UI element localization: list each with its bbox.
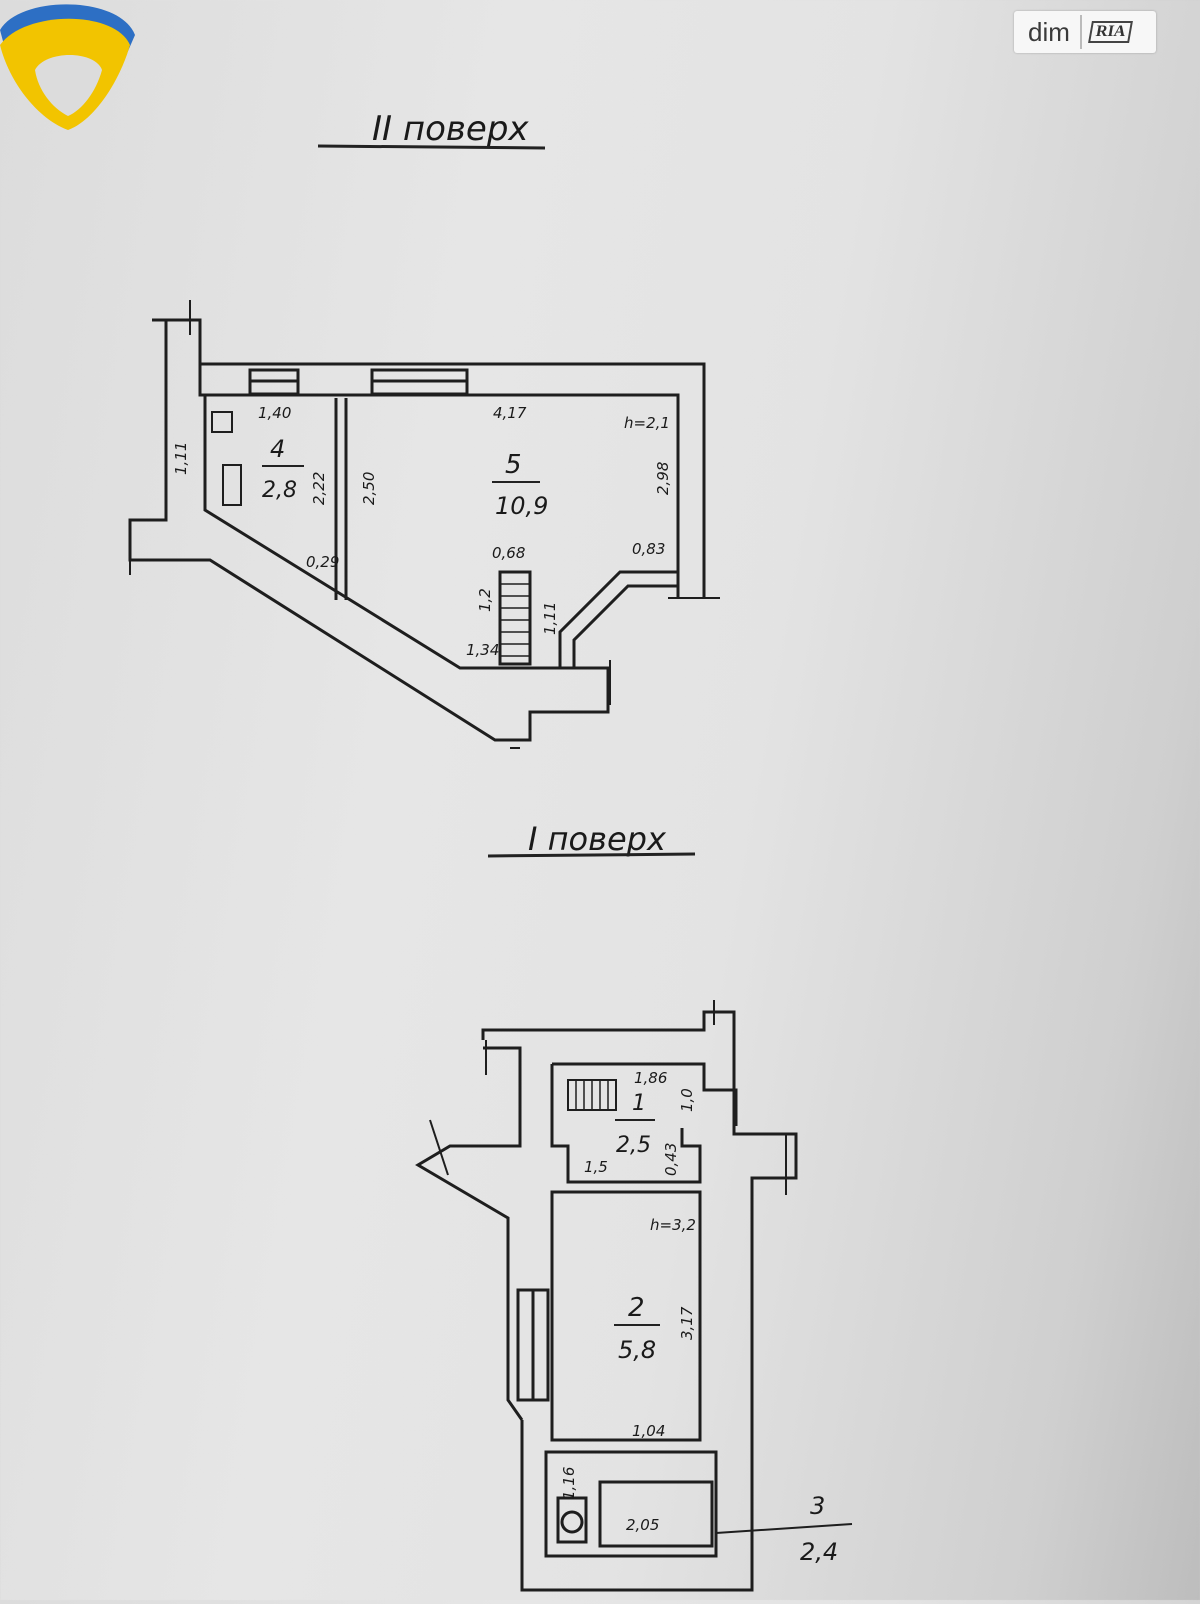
room-1-label: 1 2,5 xyxy=(615,1091,655,1158)
room-3-label: 3 2,4 xyxy=(800,1492,838,1566)
dim-label: 2,22 xyxy=(310,472,328,505)
watermark-dim: dim xyxy=(1014,15,1082,49)
dim-label: 2,05 xyxy=(626,1516,659,1534)
watermark-ria: RIA xyxy=(1087,21,1134,43)
dim-label: 1,40 xyxy=(258,404,291,422)
dim-label: 1,11 xyxy=(172,442,190,475)
svg-text:2,5: 2,5 xyxy=(616,1133,651,1158)
svg-text:10,9: 10,9 xyxy=(495,492,548,520)
agency-logo xyxy=(0,4,135,130)
svg-text:5,8: 5,8 xyxy=(618,1336,656,1364)
dim-ria-watermark: dim RIA xyxy=(1014,11,1156,53)
dim-label: 1,2 xyxy=(476,588,494,612)
dim-label: 2,98 xyxy=(654,462,672,495)
room-4-label: 4 2,8 xyxy=(262,435,304,503)
floor-1-plan xyxy=(415,1000,853,1592)
dim-label: 1,34 xyxy=(466,641,499,659)
svg-text:5: 5 xyxy=(505,450,522,480)
dim-label: h=3,2 xyxy=(650,1216,696,1234)
svg-text:3: 3 xyxy=(810,1492,825,1520)
dim-label: 1,86 xyxy=(634,1069,667,1087)
dim-label: 1,11 xyxy=(541,602,559,635)
floor-1-title: I поверх xyxy=(528,820,667,858)
dim-label: h=2,1 xyxy=(624,414,670,432)
dim-label: 0,43 xyxy=(662,1143,680,1176)
svg-text:4: 4 xyxy=(270,435,285,463)
floor-2-title: II поверх xyxy=(372,109,529,149)
dim-label: 0,29 xyxy=(306,553,339,571)
dim-label: 0,68 xyxy=(492,544,525,562)
svg-text:2,4: 2,4 xyxy=(800,1538,838,1566)
room-2-label: 2 5,8 xyxy=(614,1293,660,1364)
dim-label: 1,16 xyxy=(560,1467,578,1500)
floor-1-dimensions: 1,86 1,0 1,5 0,43 h=3,2 3,17 1,04 1,16 2… xyxy=(560,1069,696,1534)
svg-text:2: 2 xyxy=(628,1293,645,1323)
dim-label: 3,17 xyxy=(678,1306,696,1340)
svg-text:2,8: 2,8 xyxy=(262,478,297,503)
room-5-label: 5 10,9 xyxy=(492,450,548,520)
floor-1-stair-treads xyxy=(575,1080,609,1110)
dim-label: 2,50 xyxy=(360,472,378,505)
floor-2-stair-treads xyxy=(500,583,530,657)
floor-2-plan xyxy=(128,300,720,749)
dim-label: 1,0 xyxy=(678,1088,696,1112)
dim-label: 4,17 xyxy=(493,404,527,422)
dim-label: 0,83 xyxy=(632,540,665,558)
floor-2-dimensions: 1,40 4,17 h=2,1 1,11 2,22 2,50 2,98 0,29… xyxy=(172,404,672,659)
svg-text:1: 1 xyxy=(632,1091,646,1116)
dim-label: 1,04 xyxy=(632,1422,665,1440)
dim-label: 1,5 xyxy=(584,1158,608,1176)
